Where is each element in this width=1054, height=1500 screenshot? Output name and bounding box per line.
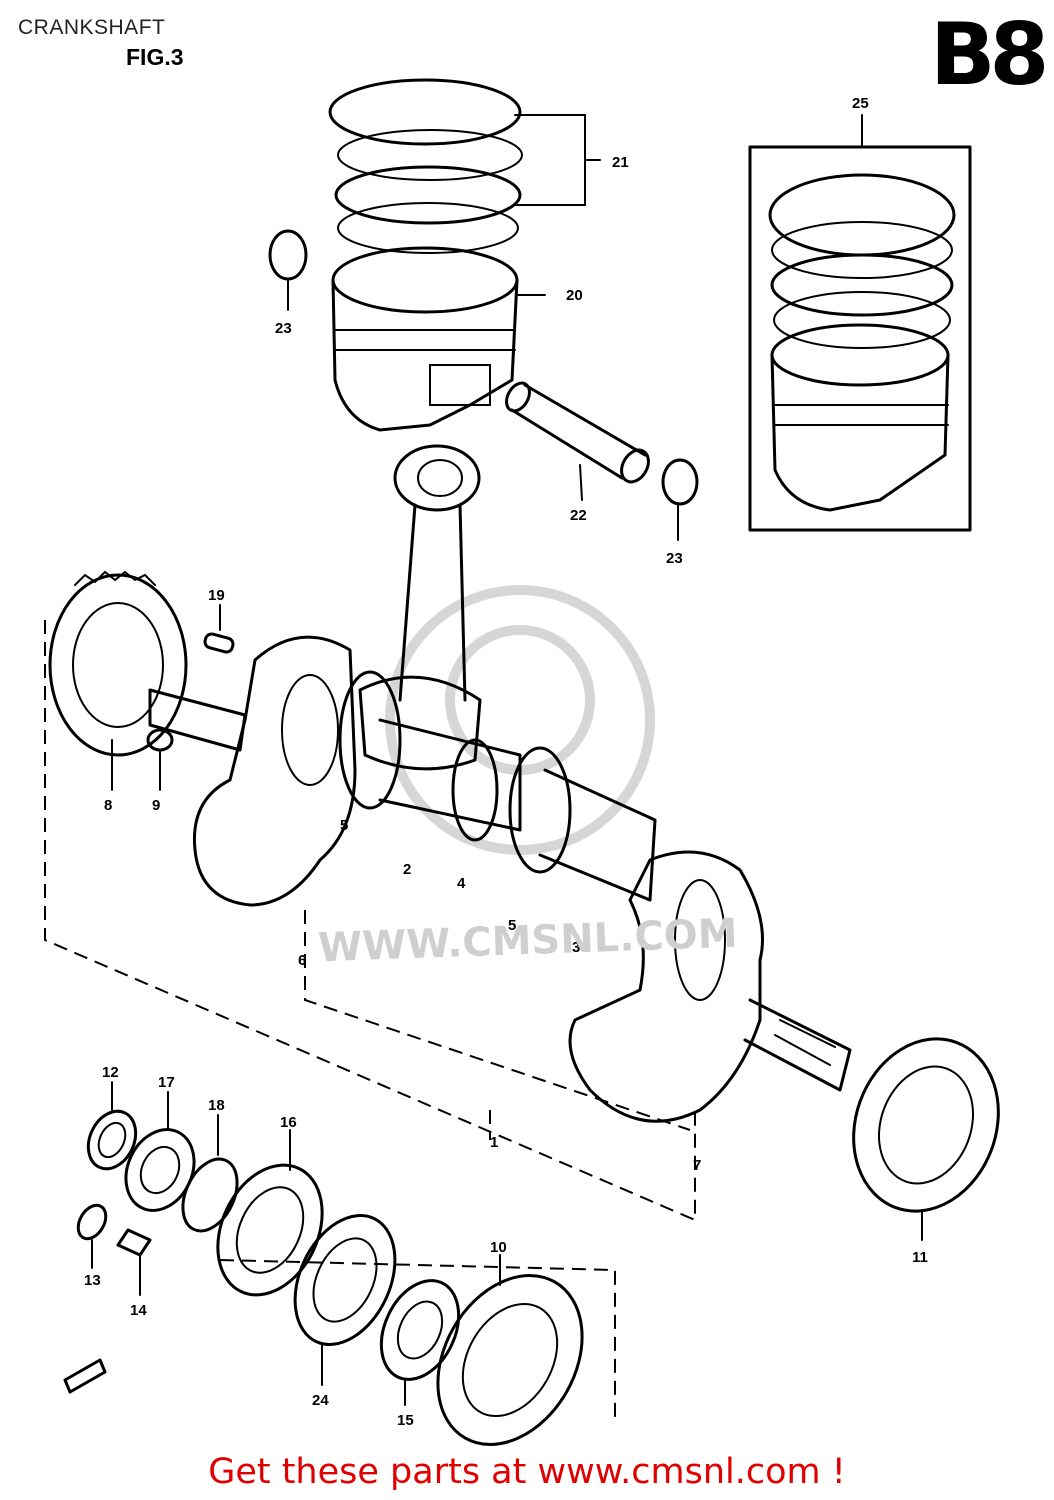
callout-1: 1 <box>490 1134 498 1151</box>
callout-6: 6 <box>298 952 306 969</box>
part-piston-set-box <box>748 114 972 532</box>
callout-9: 9 <box>152 797 160 814</box>
assembly-guide-lines <box>44 620 696 1420</box>
part-left-side-set <box>76 1081 324 1297</box>
callout-25: 25 <box>852 95 869 112</box>
part-gear-primary <box>48 570 188 791</box>
callout-12: 12 <box>102 1064 119 1081</box>
callout-3: 3 <box>572 939 580 956</box>
callout-7: 7 <box>693 1157 701 1174</box>
page-title: CRANKSHAFT <box>18 16 166 39</box>
callout-21: 21 <box>612 154 629 171</box>
page-code: B8 <box>930 5 1049 105</box>
callout-15: 15 <box>397 1412 414 1429</box>
figure-label: FIG.3 <box>126 44 184 70</box>
callout-16: 16 <box>280 1114 297 1131</box>
callout-18: 18 <box>208 1097 225 1114</box>
callout-19: 19 <box>208 587 225 604</box>
callout-10: 10 <box>490 1239 507 1256</box>
callout-4: 4 <box>457 875 466 892</box>
part-bearing-right <box>852 1037 1000 1241</box>
part-crankshaft <box>148 635 852 1123</box>
callout-labels: 1 2 3 4 5 5 6 7 8 9 10 11 12 13 14 15 16… <box>84 95 928 1429</box>
callout-13: 13 <box>84 1272 101 1289</box>
part-piston <box>331 246 546 432</box>
part-right-side-set <box>293 1214 584 1446</box>
callout-2: 2 <box>403 861 411 878</box>
footer-cta-link[interactable]: Get these parts at www.cmsnl.com ! <box>208 1452 846 1492</box>
part-piston-pin <box>505 381 650 501</box>
callout-11: 11 <box>912 1249 928 1266</box>
callout-24: 24 <box>312 1392 329 1409</box>
callout-5a: 5 <box>340 817 348 834</box>
part-circlip-right <box>661 458 699 541</box>
part-circlip-left <box>268 229 308 311</box>
callout-23a: 23 <box>275 320 292 337</box>
front-arrow-icon <box>63 1358 107 1394</box>
callout-14: 14 <box>130 1302 147 1319</box>
callout-23b: 23 <box>666 550 683 567</box>
callout-22: 22 <box>570 507 587 524</box>
callout-8: 8 <box>104 797 112 814</box>
part-keys <box>146 604 235 791</box>
callout-17: 17 <box>158 1074 175 1091</box>
callout-20: 20 <box>566 287 583 304</box>
part-connecting-rod <box>358 444 482 771</box>
part-piston-rings <box>328 78 601 254</box>
callout-5b: 5 <box>508 917 516 934</box>
